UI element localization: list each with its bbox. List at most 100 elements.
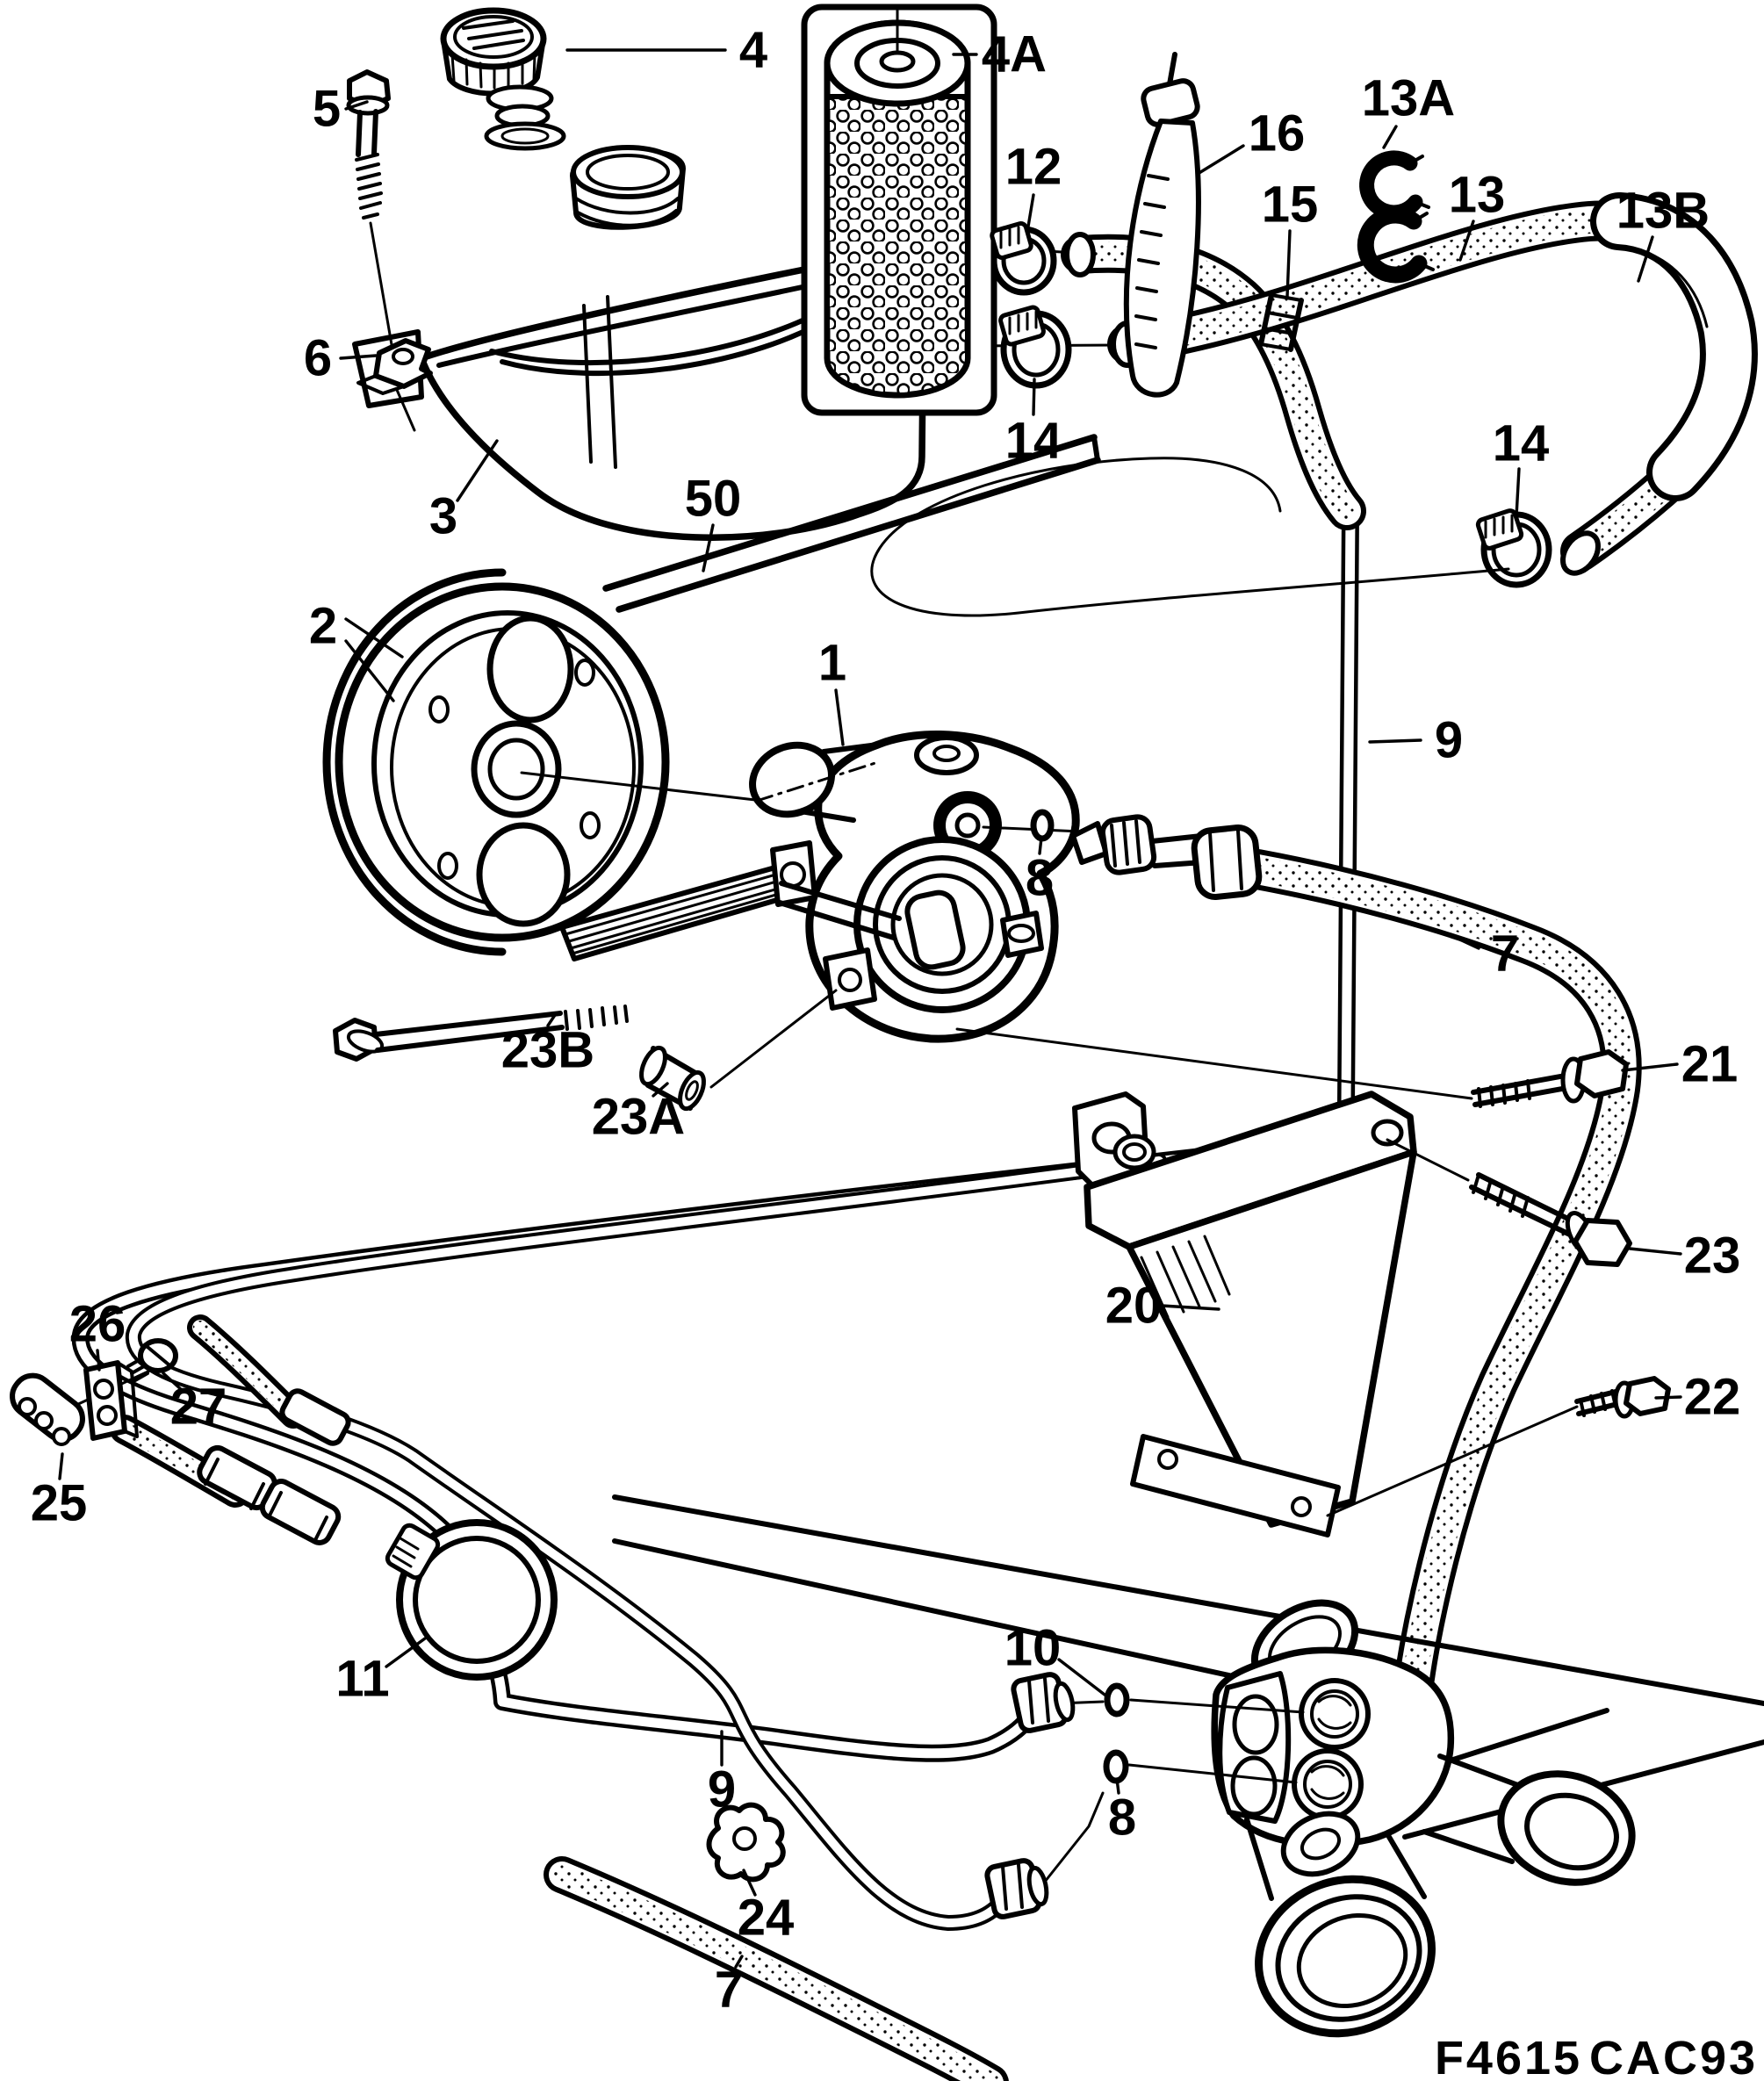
o-ring-8-lower	[1103, 1749, 1129, 1784]
reservoir-neck	[570, 145, 686, 230]
part-label-13: 13	[1449, 167, 1506, 224]
inner-pipe-loop	[125, 1153, 1167, 1931]
part-label-5: 5	[313, 81, 341, 138]
part-label-25: 25	[31, 1475, 88, 1532]
leader-26	[96, 1349, 101, 1372]
o-ring-upper	[1104, 1682, 1130, 1717]
part-label-4A: 4A	[982, 26, 1047, 83]
leader-7-right	[1451, 934, 1480, 950]
part-label-12: 12	[1005, 139, 1062, 196]
clamp-14-left	[998, 305, 1072, 389]
part-label-14-left: 14	[1005, 413, 1062, 470]
part-label-4: 4	[739, 22, 767, 79]
part-label-3: 3	[429, 488, 457, 545]
figure-code-right: CAC93	[1589, 2032, 1758, 2081]
leader-24	[742, 1869, 757, 1897]
figure-code: F4615 CAC93	[1435, 2032, 1758, 2081]
leader-6	[339, 354, 378, 360]
part-label-13A: 13A	[1362, 70, 1455, 127]
leader-50	[702, 523, 715, 572]
leader-23A	[652, 1082, 669, 1098]
part-label-20: 20	[1105, 1278, 1163, 1335]
bolt-22	[1326, 1376, 1671, 1517]
clip-6	[356, 338, 433, 432]
part-label-8-bottom: 8	[1108, 1789, 1136, 1847]
leader-13	[1458, 220, 1475, 262]
hose-clamp-11	[385, 1519, 558, 1681]
leader-14-right	[1515, 467, 1521, 518]
bolt-5	[346, 69, 395, 356]
filler-cap-4	[440, 7, 566, 151]
leader-12	[1026, 193, 1035, 234]
leader-10	[1057, 1658, 1106, 1696]
clamp-14-right	[1475, 508, 1552, 588]
filter-4a	[801, 4, 997, 416]
screw-27	[126, 1338, 178, 1382]
figure-code-left: F4615	[1435, 2032, 1582, 2081]
part-label-15: 15	[1262, 176, 1319, 234]
leader-20	[1160, 1304, 1220, 1311]
leader-2	[344, 639, 395, 702]
clips-13a	[1357, 150, 1435, 284]
strap-16	[1123, 52, 1201, 398]
part-labels-layer: 4 4A 5 6 3 50 2 12 16 13A 15 13 13B 14 14 1 9 8 7 23B 23A 21 2…	[31, 22, 1741, 2019]
reservoir-3	[352, 145, 966, 541]
leader-9-top	[1368, 738, 1422, 744]
leader-8-bottom	[1115, 1777, 1120, 1795]
bushing-23a	[639, 989, 838, 1112]
part-label-50: 50	[685, 471, 742, 528]
leader-11	[385, 1637, 427, 1668]
leader-2	[344, 617, 404, 659]
part-label-7-right: 7	[1491, 925, 1519, 983]
leader-16	[1196, 144, 1245, 176]
part-label-1: 1	[818, 635, 846, 692]
leader-15	[1285, 229, 1292, 299]
part-label-8-top: 8	[1026, 850, 1054, 907]
leader-21	[1621, 1062, 1679, 1072]
fitting-15-union	[1030, 809, 1263, 900]
pipe-clamp-group	[10, 1338, 178, 1446]
leader-14-left	[1032, 378, 1036, 416]
leader-25	[58, 1452, 64, 1480]
part-label-9-top: 9	[1435, 712, 1463, 769]
drive-belt-50	[602, 434, 1101, 613]
union-24	[706, 1802, 786, 1883]
bolt-21	[955, 1027, 1629, 1108]
pipe-fittings-10-8	[984, 1672, 1305, 1919]
part-label-11: 11	[335, 1651, 389, 1708]
leader-22	[1654, 1395, 1682, 1400]
bolt-23	[1386, 1138, 1632, 1267]
part-label-26: 26	[69, 1296, 126, 1353]
leader-23B	[546, 1013, 557, 1027]
cap-seal-stack	[484, 84, 566, 151]
part-label-10: 10	[1004, 1620, 1062, 1677]
part-label-16: 16	[1249, 105, 1306, 162]
clamp-26	[83, 1360, 139, 1441]
pressure-hose-7-bottom	[544, 1856, 1009, 2081]
part-label-6: 6	[304, 330, 332, 387]
leader-7-bottom	[734, 1955, 744, 1969]
part-label-23A: 23A	[592, 1089, 685, 1146]
pulley-2	[322, 568, 670, 956]
part-label-2: 2	[309, 598, 337, 655]
part-label-14-right: 14	[1493, 415, 1550, 472]
part-label-23B: 23B	[501, 1022, 594, 1079]
part-label-24: 24	[738, 1890, 795, 1947]
pump-1	[749, 730, 1080, 1043]
leader-13A	[1382, 125, 1398, 149]
leader-23	[1628, 1247, 1682, 1256]
union-nut-upper-10	[1011, 1672, 1076, 1733]
return-pipe-9-loop	[71, 505, 1359, 1762]
pressure-hose-7-right	[982, 825, 1642, 1734]
part-label-7-bottom: 7	[715, 1962, 743, 2019]
part-label-22: 22	[1684, 1369, 1741, 1426]
part-label-21: 21	[1681, 1036, 1739, 1093]
pipe-couplings	[197, 1388, 351, 1545]
part-label-13B: 13B	[1616, 183, 1710, 240]
leader-1	[834, 688, 845, 746]
part-label-9-bottom: 9	[708, 1761, 736, 1818]
part-label-27: 27	[170, 1379, 227, 1436]
clamp-12	[990, 221, 1057, 296]
bolt-23b	[333, 1004, 629, 1062]
